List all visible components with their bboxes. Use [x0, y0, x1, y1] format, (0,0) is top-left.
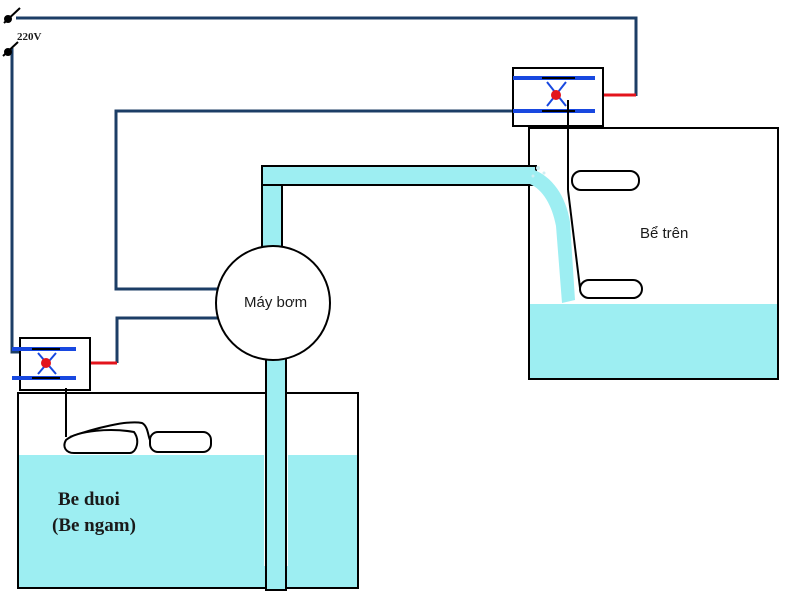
lower-float-left-icon	[63, 429, 139, 454]
upper-float-top-icon	[571, 170, 640, 191]
lower-tank-outline	[17, 392, 359, 589]
outlet-pipe	[261, 165, 575, 303]
plug-terminal-icon	[2, 7, 21, 57]
upper-float-rod	[567, 126, 581, 289]
pump-body	[215, 245, 331, 361]
upper-tank-label: Bể trên	[640, 225, 688, 242]
lower-tank-water-right	[288, 455, 358, 588]
pump-label: Máy bơm	[244, 294, 307, 311]
water-stream	[530, 169, 575, 303]
pump: Máy bơm	[215, 245, 331, 361]
lower-float-rod	[65, 388, 151, 441]
lower-tank-label-line2: (Be ngam)	[52, 515, 136, 536]
upper-tank	[528, 127, 779, 380]
lower-float-switch-icon	[12, 337, 91, 391]
upper-float-switch-icon	[512, 67, 604, 128]
lower-tank-water-left	[18, 455, 264, 588]
upper-tank-water	[529, 304, 778, 379]
voltage-label: 220V	[17, 31, 42, 43]
upper-tank-outline	[528, 127, 779, 380]
upper-float-bottom-icon	[579, 279, 643, 299]
wiring	[10, 16, 638, 363]
intake-pipe	[265, 357, 287, 591]
lower-float-right-icon	[149, 431, 212, 453]
lower-tank-label-line1: Be duoi	[58, 489, 120, 510]
